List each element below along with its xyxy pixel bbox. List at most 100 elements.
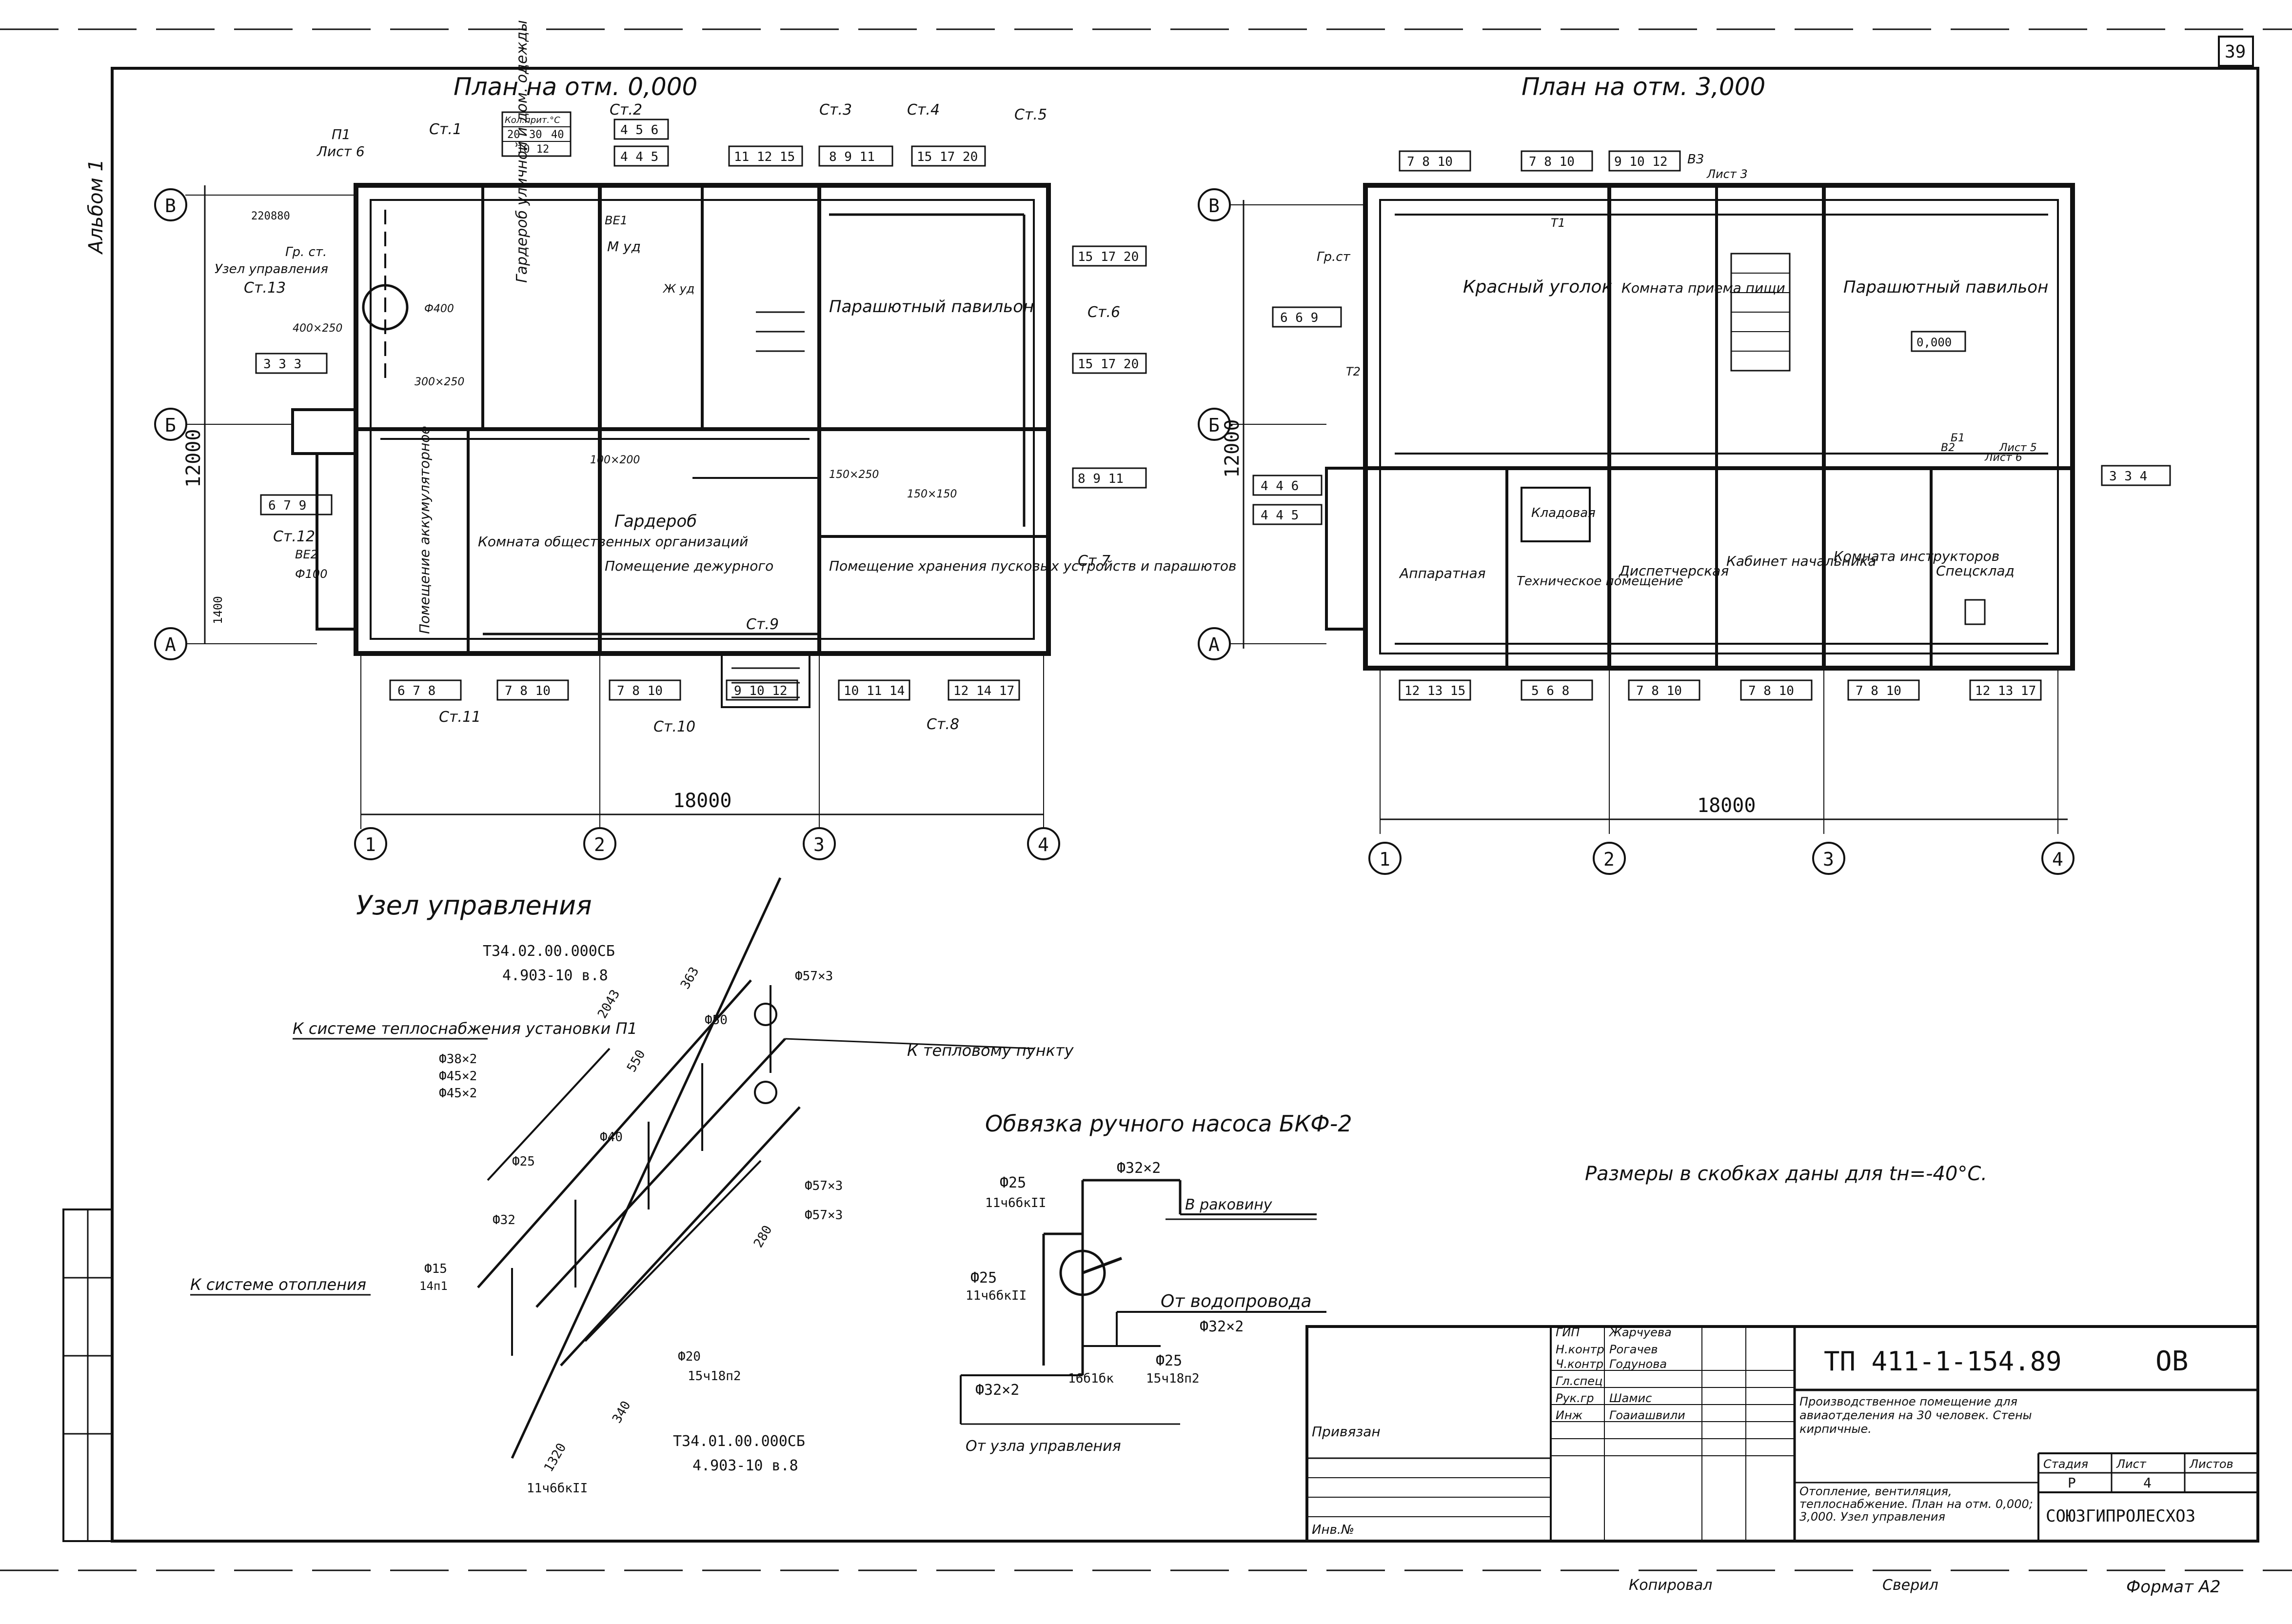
stamp-stage-label: Стадия bbox=[2043, 1457, 2088, 1471]
plan1-room-public-orgs: Комната общественных организаций bbox=[478, 534, 748, 550]
node-ref2: Т34.01.00.000СБ bbox=[673, 1433, 805, 1450]
plan1-axis-markers bbox=[154, 188, 1060, 860]
plan2-dimensions bbox=[1229, 200, 2068, 834]
node-to-heating: К системе отопления bbox=[190, 1275, 366, 1294]
plan1-label-ve1: ВЕ1 bbox=[605, 214, 628, 227]
box-st12: 6 7 9 bbox=[268, 498, 306, 513]
node-size-5: Ф57×3 bbox=[805, 1179, 843, 1193]
box-st3-b: 8 9 11 bbox=[829, 150, 875, 164]
pump-size-3: Ф25 bbox=[970, 1269, 997, 1287]
plan1-axis-1: 1 bbox=[365, 834, 376, 855]
plan1-height-dimension: 12000 bbox=[182, 429, 205, 488]
stamp-org: СОЮЗГИПРОЛЕСХОЗ bbox=[2046, 1506, 2195, 1526]
stamp-name-6: Гоаиашвили bbox=[1609, 1408, 1685, 1422]
page-number: 39 bbox=[2225, 42, 2246, 62]
node-title: Узел управления bbox=[356, 890, 592, 921]
node-size-1: Ф38×2 bbox=[439, 1052, 477, 1067]
plan2-room-dining: Комната приема пищи bbox=[1621, 280, 1785, 296]
stamp-description-wrap: Производственное помещение для авиаотдел… bbox=[1799, 1395, 2032, 1436]
stamp-code: ТП 411-1-154.89 bbox=[1824, 1346, 2062, 1377]
plan2-axis-3: 3 bbox=[1823, 849, 1834, 870]
plan2-axis-1: 1 bbox=[1379, 849, 1390, 870]
stamp-name-5: Шамис bbox=[1609, 1391, 1652, 1405]
node-size-8: Ф40 bbox=[600, 1130, 623, 1145]
p2-box-13: 12 13 17 bbox=[1975, 684, 2036, 698]
pump-size-2: Ф32×2 bbox=[1117, 1160, 1161, 1177]
plan1-label-p1: П1 bbox=[332, 126, 351, 142]
temp-20: 20 bbox=[507, 129, 520, 141]
pump-from-water: От водопровода bbox=[1161, 1291, 1312, 1311]
plan1-riser-st4: Ст.4 bbox=[907, 101, 940, 119]
p2-box-11: 7 8 10 bbox=[1748, 684, 1794, 698]
plan2-label-v3: В3 bbox=[1687, 152, 1704, 167]
plan1-riser-st6: Ст.6 bbox=[1087, 304, 1120, 321]
p2-box-3: 9 10 12 bbox=[1614, 155, 1668, 169]
album-label: Альбом 1 bbox=[85, 159, 107, 255]
plan2-room-dispatch: Диспетчерская bbox=[1618, 563, 1729, 579]
stamp-role-inzh: Инж bbox=[1556, 1408, 1583, 1422]
stamp-role-nkontr: Н.контр bbox=[1556, 1343, 1604, 1356]
plan1-axis-b: Б bbox=[165, 415, 176, 436]
plan2-dimension: 18000 bbox=[1697, 794, 1756, 817]
plan1-dimensions bbox=[185, 185, 1044, 829]
node-to-heating-supply: К системе теплоснабжения установки П1 bbox=[293, 1019, 637, 1038]
plan2-room-technical: Техническое помещение bbox=[1517, 574, 1683, 589]
plan1-label-150x250: 150×250 bbox=[829, 469, 879, 481]
plan2-axis-a: А bbox=[1208, 634, 1220, 655]
plan1-label-zhud: Ж уд bbox=[662, 282, 694, 296]
p2-box-6: 4 4 5 bbox=[1261, 508, 1299, 523]
node-ref2b: 4.903-10 в.8 bbox=[692, 1457, 798, 1474]
checked-label: Сверил bbox=[1882, 1577, 1938, 1594]
pump-valve-1: 11ч6бкII bbox=[985, 1196, 1046, 1210]
stamp-stage: Р bbox=[2068, 1475, 2076, 1491]
plan2-room-pantry: Кладовая bbox=[1531, 506, 1596, 520]
node-ref1b: 4.903-10 в.8 bbox=[502, 967, 608, 984]
plan1-label-220: 220 bbox=[251, 210, 271, 222]
plan2-label-t2: Т2 bbox=[1346, 365, 1361, 378]
pump-valve-4: 16б1бк bbox=[1068, 1371, 1114, 1386]
node-dim-550: 550 bbox=[624, 1048, 648, 1075]
temp-30: 30 bbox=[529, 129, 542, 141]
plan1-riser-st10: Ст.10 bbox=[653, 718, 695, 735]
plan1-label-f400: Ф400 bbox=[424, 303, 454, 315]
plan1-riser-st5: Ст.5 bbox=[1014, 106, 1047, 123]
box-bottom-2: 7 8 10 bbox=[617, 684, 663, 698]
temp-header: Кол.прит.°С bbox=[505, 115, 560, 125]
plan1-label-880: 880 bbox=[271, 210, 290, 222]
node-size-9: Ф32 bbox=[493, 1213, 515, 1228]
plan1-label-grst: Гр. ст. bbox=[285, 245, 327, 259]
plan1-label-mud: М уд bbox=[607, 238, 641, 255]
p2-box-1: 7 8 10 bbox=[1407, 155, 1453, 169]
plan1-axis-4: 4 bbox=[1038, 834, 1049, 855]
copied-label: Копировал bbox=[1629, 1577, 1712, 1594]
p2-box-8: 12 13 15 bbox=[1404, 684, 1465, 698]
plan2-title: План на отм. 3,000 bbox=[1521, 73, 1765, 101]
node-size-2: Ф45×2 bbox=[439, 1069, 477, 1084]
plan2-building bbox=[1325, 183, 2075, 671]
node-valve-2: 15ч18п2 bbox=[688, 1369, 741, 1384]
pump-valve-3: 15ч18п2 bbox=[1146, 1371, 1200, 1386]
plan1-riser-st2: Ст.2 bbox=[610, 101, 642, 119]
box-st4: 15 17 20 bbox=[917, 150, 978, 164]
plan1-label-f100: Ф100 bbox=[295, 567, 327, 581]
node-size-7: Ф50 bbox=[705, 1013, 728, 1028]
plan1-riser-st1: Ст.1 bbox=[429, 121, 462, 138]
box-st2-b: 4 4 5 bbox=[620, 150, 658, 164]
stamp-role-glspec: Гл.спец bbox=[1556, 1374, 1602, 1388]
temp-40: 40 bbox=[551, 129, 564, 141]
plan1-room-wardrobe: Гардероб bbox=[614, 512, 697, 531]
plan2-room-parachute: Парашютный павильон bbox=[1843, 277, 2048, 297]
node-size-3: Ф45×2 bbox=[439, 1086, 477, 1101]
node-size-12: Ф15 bbox=[424, 1262, 447, 1276]
box-st2-a: 4 5 6 bbox=[620, 123, 658, 138]
box-st3-a: 11 12 15 bbox=[734, 150, 795, 164]
plan2-label-t1: Т1 bbox=[1551, 216, 1565, 230]
p2-box-7: 3 3 4 bbox=[2109, 469, 2147, 484]
stamp-role-chkontr: Ч.контр bbox=[1556, 1357, 1603, 1371]
p2-box-2: 7 8 10 bbox=[1529, 155, 1575, 169]
temperature-legend bbox=[501, 111, 572, 157]
p2-box-9: 5 6 8 bbox=[1531, 684, 1569, 698]
page-number-box bbox=[2218, 36, 2254, 67]
stamp-sheet: 4 bbox=[2143, 1475, 2152, 1491]
